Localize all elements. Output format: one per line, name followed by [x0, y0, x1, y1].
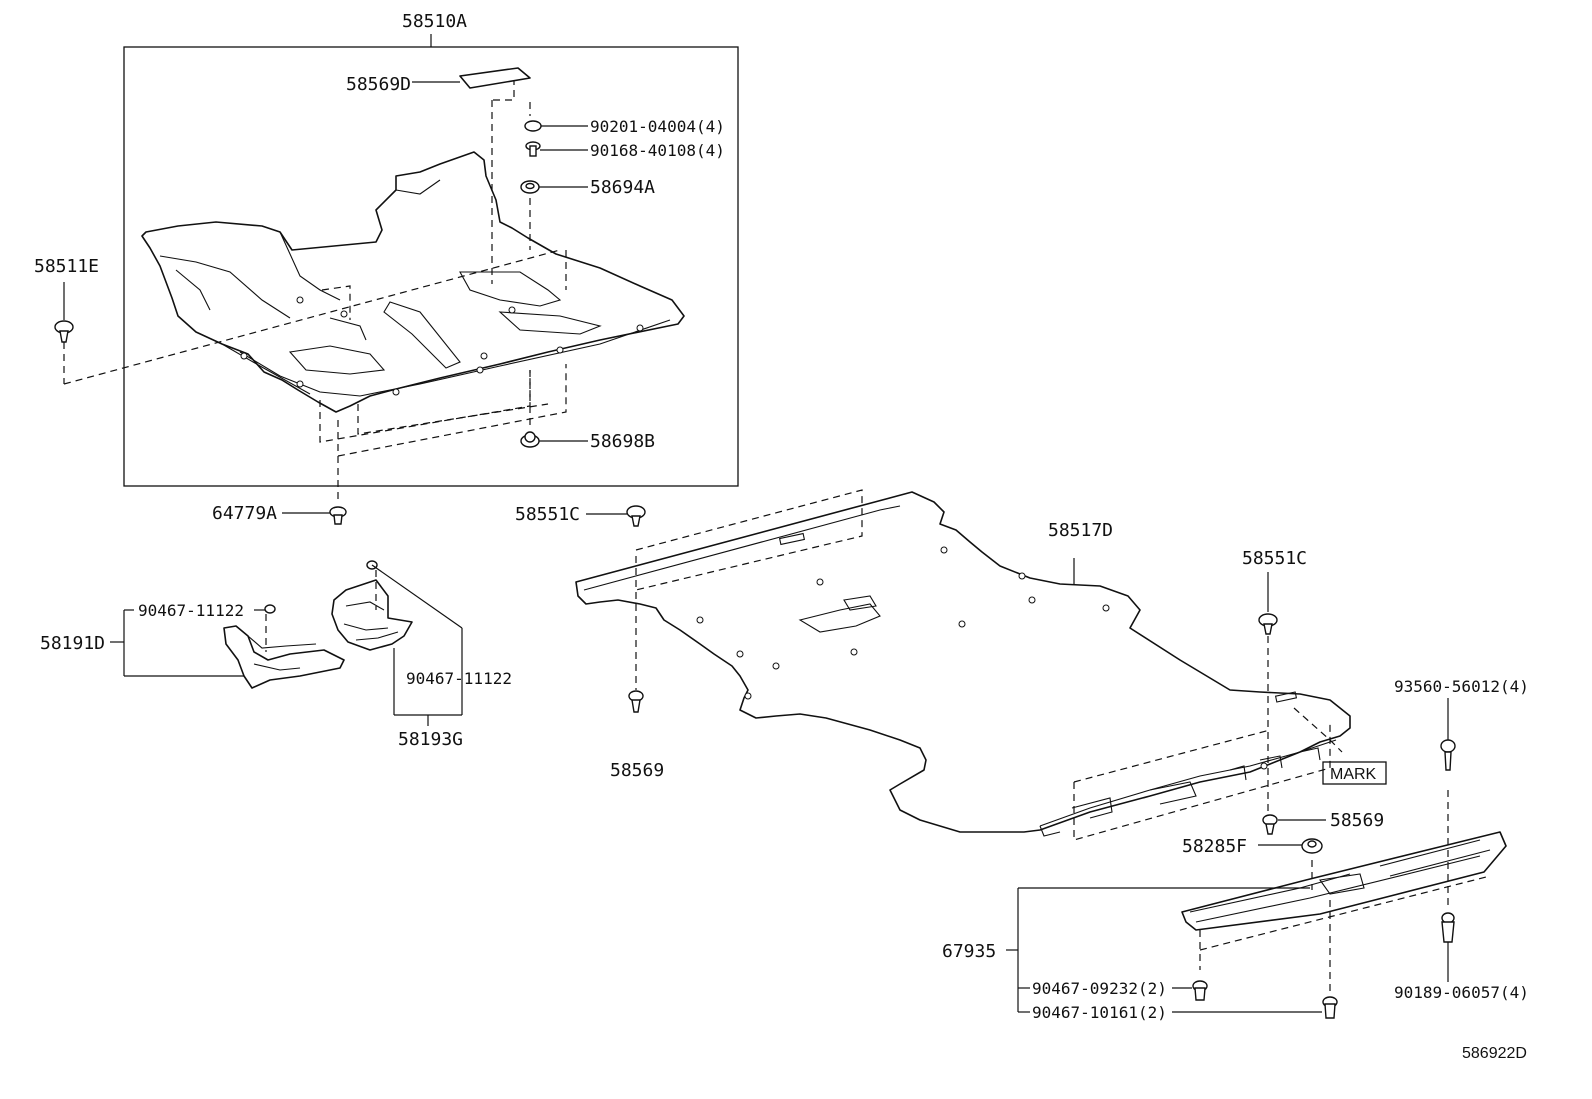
- fastener-64779A: [282, 506, 347, 525]
- fastener-58285F: [1258, 838, 1323, 854]
- fastener-58551C-a: [586, 505, 646, 527]
- label-58511E: 58511E: [34, 256, 99, 277]
- fastener-90467-10161: [1172, 996, 1338, 1019]
- label-58569-right: 58569: [1330, 810, 1384, 831]
- fastener-58511E: [54, 282, 74, 384]
- label-58193G: 58193G: [398, 729, 463, 750]
- label-58569D: 58569D: [346, 74, 411, 95]
- label-58551C-right: 58551C: [1242, 548, 1307, 569]
- label-58510A: 58510A: [402, 11, 467, 32]
- label-mark: MARK: [1330, 766, 1377, 783]
- label-90168-40108: 90168-40108(4): [590, 141, 725, 160]
- label-58191D: 58191D: [40, 633, 105, 654]
- fastener-93560-screw: [1440, 698, 1456, 771]
- label-90467-11122-left: 90467-11122: [138, 601, 244, 620]
- fastener-90168-clip: [525, 141, 588, 157]
- label-58694A: 58694A: [590, 177, 655, 198]
- scuff-plate-67935: [1006, 790, 1507, 1013]
- fastener-90467-11122-a: [254, 604, 276, 652]
- fastener-58698B: [520, 431, 588, 448]
- fastener-58569-a: [628, 690, 644, 713]
- label-93560-56012: 93560-56012(4): [1394, 677, 1529, 696]
- front-carpet-assembly: [63, 34, 739, 500]
- fastener-58569-b: [1262, 814, 1326, 835]
- side-panel-58193G: [331, 560, 463, 726]
- label-90201-04004: 90201-04004(4): [590, 117, 725, 136]
- fastener-90201-washer: [524, 120, 588, 132]
- label-58569-left: 58569: [610, 760, 664, 781]
- label-58285F: 58285F: [1182, 836, 1247, 857]
- part-58569D-pad: [412, 67, 531, 89]
- side-panel-58191D: [110, 609, 345, 689]
- fastener-58694A: [520, 180, 588, 194]
- fastener-58551C-b: [1258, 572, 1278, 635]
- label-90467-11122-right: 90467-11122: [406, 669, 512, 688]
- fastener-90467-09232: [1172, 980, 1208, 1001]
- label-90189-06057: 90189-06057(4): [1394, 983, 1529, 1002]
- label-reference-number: 586922D: [1462, 1045, 1527, 1062]
- label-58698B: 58698B: [590, 431, 655, 452]
- label-58551C-left: 58551C: [515, 504, 580, 525]
- label-64779A: 64779A: [212, 503, 277, 524]
- front-floor-carpet: [141, 151, 685, 413]
- label-90467-09232: 90467-09232(2): [1032, 979, 1167, 998]
- rear-floor-carpet: [575, 489, 1351, 841]
- label-90467-10161: 90467-10161(2): [1032, 1003, 1167, 1022]
- label-58517D: 58517D: [1048, 520, 1113, 541]
- fastener-90189-clip: [1441, 912, 1455, 982]
- mark-callout: [1322, 761, 1387, 785]
- label-67935: 67935: [942, 941, 996, 962]
